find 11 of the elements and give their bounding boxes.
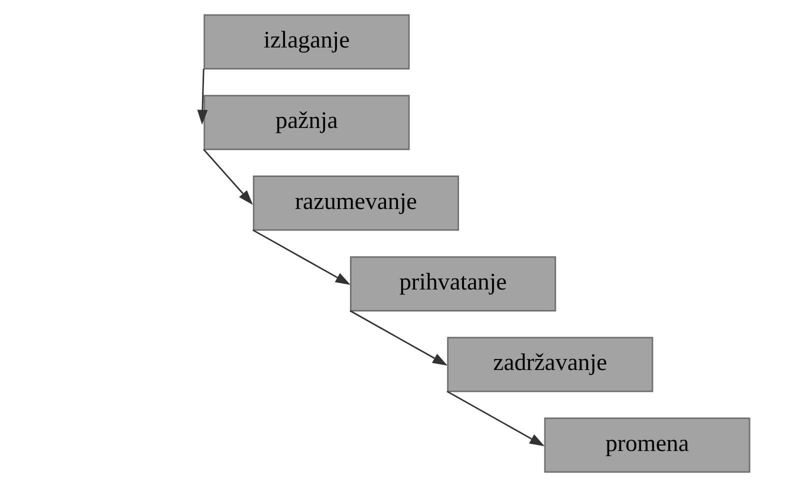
node-box: prihvatanje bbox=[350, 256, 556, 311]
arrow bbox=[252, 228, 350, 284]
node-box: promena bbox=[544, 417, 750, 472]
node-box: zadržavanje bbox=[447, 336, 654, 392]
arrow bbox=[446, 390, 545, 446]
arrow bbox=[203, 148, 253, 204]
node-box: izlaganje bbox=[204, 14, 410, 69]
node-box: pažnja bbox=[204, 94, 410, 150]
arrow bbox=[197, 68, 208, 124]
node-box: razumevanje bbox=[252, 175, 460, 230]
arrow bbox=[350, 310, 448, 366]
